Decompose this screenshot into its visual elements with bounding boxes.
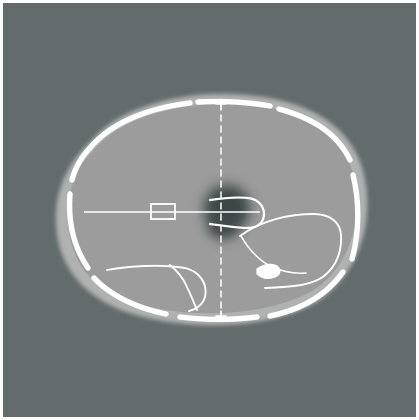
ventricle-outline [257,264,280,278]
skull-bottom [180,317,257,319]
